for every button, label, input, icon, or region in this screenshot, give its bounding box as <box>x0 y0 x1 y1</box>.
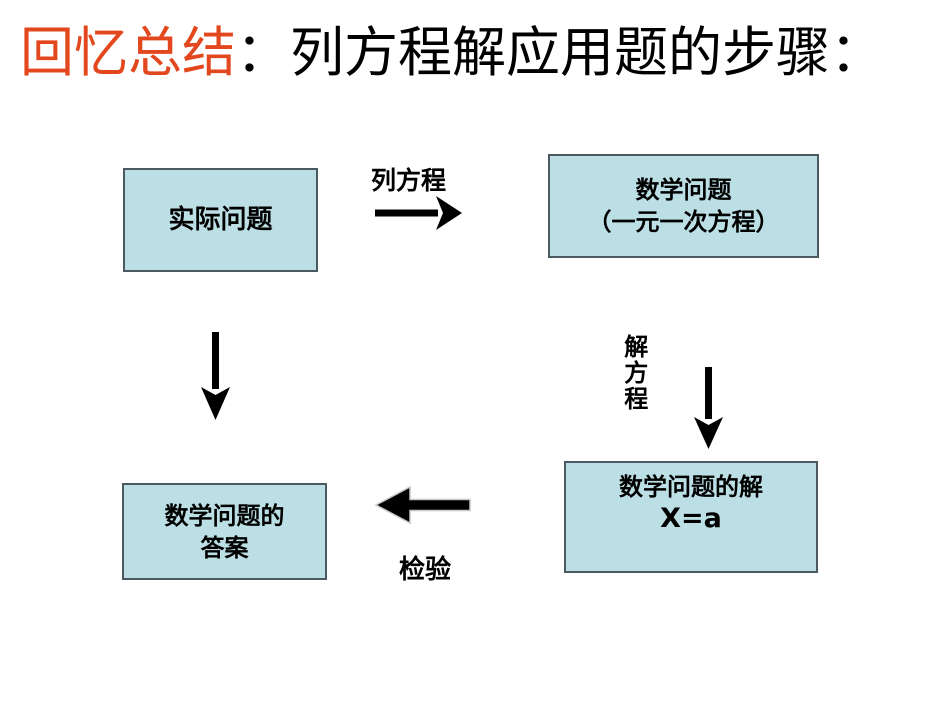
flow-box-math-solution: 数学问题的解 X=a <box>564 461 818 573</box>
flow-box-answer: 数学问题的 答案 <box>122 483 327 580</box>
check-arrow-left-icon <box>374 485 471 525</box>
check-label: 检验 <box>399 555 452 585</box>
flow-box-answer-line2: 答案 <box>200 532 249 562</box>
flow-box-math-problem: 数学问题 （一元一次方程） <box>548 154 819 258</box>
flow-box-math-problem-line1: 数学问题 <box>635 175 732 205</box>
make-equation-arrow-right-icon <box>375 196 462 230</box>
down-arrow-left-icon <box>201 332 230 420</box>
solve-equation-label: 解方程 <box>619 334 649 412</box>
flow-box-answer-line1: 数学问题的 <box>164 500 285 530</box>
slide-title: 回忆总结：列方程解应用题的步骤： <box>20 21 884 84</box>
flow-box-real-problem-label: 实际问题 <box>168 204 273 235</box>
solve-equation-down-arrow-icon <box>694 367 723 449</box>
flow-box-real-problem: 实际问题 <box>123 168 318 272</box>
flow-box-math-solution-line1: 数学问题的解 <box>619 472 763 501</box>
make-equation-label: 列方程 <box>371 166 447 195</box>
flow-box-math-solution-equation: X=a <box>660 502 722 534</box>
title-rest: ：列方程解应用题的步骤： <box>236 21 884 84</box>
title-highlight: 回忆总结 <box>20 21 236 84</box>
flow-box-math-problem-line2: （一元一次方程） <box>587 207 780 236</box>
